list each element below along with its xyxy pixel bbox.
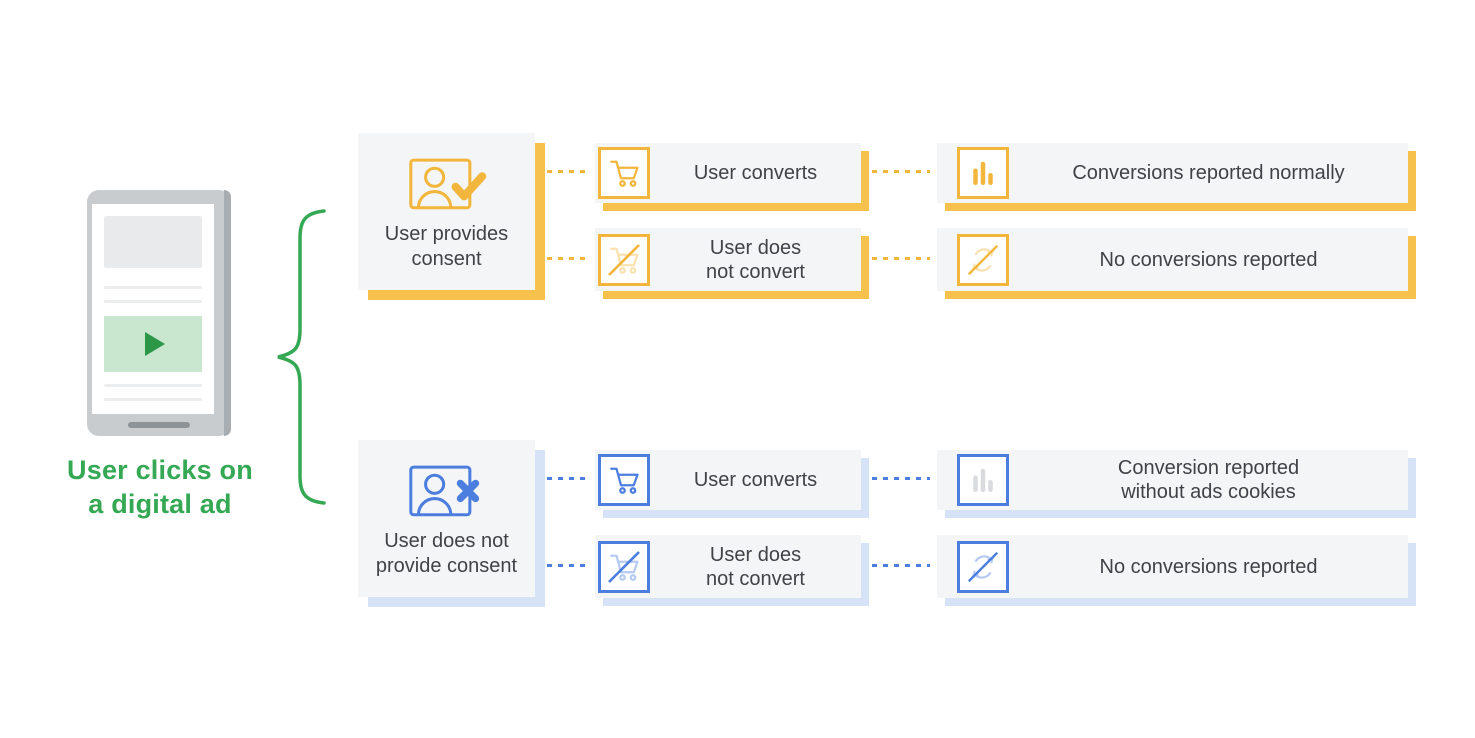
outcome-box-converts: User converts [595,143,861,203]
outcome-label: User does not convert [706,236,805,283]
outcome-box-not-convert: User does not convert [595,228,861,291]
cart-crossed-icon [598,540,650,593]
outcome-label: User does not convert [706,543,805,590]
video-ad [104,316,202,372]
no-consent-box-label: User does not provide consent [375,530,518,577]
dotted-connector [872,564,930,567]
bar-chart-icon [957,147,1009,199]
text-line [104,398,202,401]
result-label: Conversion reported without ads cookies [1117,457,1300,503]
text-line [104,286,202,289]
outcome-label: User converts [693,162,818,184]
dotted-connector [547,170,588,173]
text-line [104,300,202,303]
consent-box: User provides consent [358,133,535,290]
result-label: No conversions reported [1099,248,1318,271]
result-box-reported-normally: Conversions reported normally [937,143,1408,203]
dotted-connector [872,170,930,173]
phone-screen [92,204,214,414]
cart-icon [598,147,650,199]
phone-caption-line2: a digital ad [88,488,232,519]
outcome-box-converts: User converts [595,450,861,510]
sync-crossed-icon [957,233,1009,286]
result-box-no-conversions: No conversions reported [937,535,1408,598]
phone-illustration [87,190,231,436]
phone-caption: User clicks on a digital ad [52,454,268,522]
bar-chart-muted-icon [957,454,1009,506]
outcome-label: User converts [693,469,818,491]
result-label: No conversions reported [1099,555,1318,578]
consent-box-label: User provides consent [384,223,509,270]
result-label: Conversions reported normally [1072,162,1345,184]
dotted-connector [872,477,930,480]
cart-crossed-icon [598,233,650,286]
home-indicator [128,422,190,428]
phone-caption-line1: User clicks on [67,455,253,485]
dotted-connector [872,257,930,260]
dotted-connector [547,477,588,480]
play-icon [145,332,165,356]
curly-brace [277,209,326,505]
result-box-no-conversions: No conversions reported [937,228,1408,291]
sync-crossed-icon [957,540,1009,593]
phone-edge-shade [224,190,231,436]
person-check-icon [408,158,486,210]
dotted-connector [547,257,588,260]
dotted-connector [547,564,588,567]
text-line [104,384,202,387]
result-box-without-cookies: Conversion reported without ads cookies [937,450,1408,510]
no-consent-box: User does not provide consent [358,440,535,597]
outcome-box-not-convert: User does not convert [595,535,861,598]
cart-icon [598,454,650,506]
person-x-icon [408,465,479,517]
ad-image-placeholder [104,216,202,268]
